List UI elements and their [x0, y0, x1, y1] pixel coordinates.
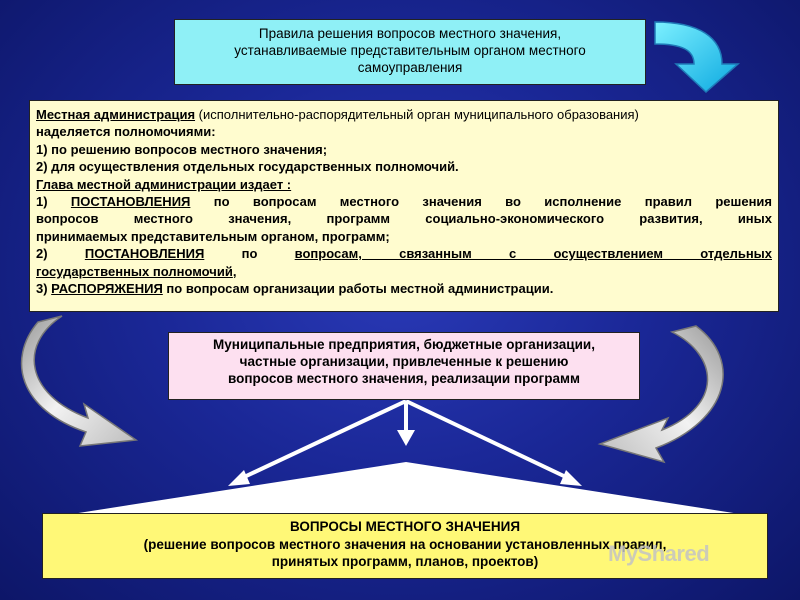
organizations-box: Муниципальные предприятия, бюджетные орг… — [168, 332, 640, 400]
decree-1-line-2: вопросов местного значения, программ соц… — [36, 211, 772, 227]
decree-2-prefix: по — [204, 246, 295, 262]
head-issues-heading: Глава местной администрации издает : — [36, 176, 292, 192]
decree-2-text: вопросам, связанным с осуществлением отд… — [294, 246, 772, 262]
decree-2-line-1: 2) ПОСТАНОВЛЕНИЯ по вопросам, связанным … — [36, 245, 772, 262]
admin-title-line: Местная администрация (исполнительно-рас… — [36, 106, 772, 123]
decree-1-line-3: принимаемых представительным органом, пр… — [36, 228, 390, 244]
decree-1-keyword: ПОСТАНОВЛЕНИЯ — [70, 194, 191, 210]
grey-curved-arrow-right-icon — [597, 325, 724, 464]
org-line-3: вопросов местного значения, реализации п… — [228, 371, 580, 386]
decree-1-number: 1) — [36, 194, 71, 210]
admin-powers-intro: наделяется полномочиями: — [36, 124, 216, 140]
org-line-1: Муниципальные предприятия, бюджетные орг… — [213, 337, 595, 352]
local-issues-line-2: (решение вопросов местного значения на о… — [143, 536, 667, 552]
administration-box: Местная администрация (исполнительно-рас… — [29, 100, 779, 312]
admin-power-2: 2) для осуществления отдельных государст… — [36, 159, 459, 175]
order-3-text: по вопросам организации работы местной а… — [162, 281, 554, 297]
admin-title-rest: (исполнительно-распорядительный орган му… — [195, 107, 639, 122]
watermark-logo: MyShared — [608, 541, 710, 566]
white-connector-arrows — [228, 399, 582, 486]
cyan-curved-arrow-icon — [654, 21, 740, 94]
order-3-keyword: РАСПОРЯЖЕНИЯ — [51, 281, 163, 297]
white-roof-triangle — [72, 462, 740, 514]
decree-2-text-cont: государственных полномочий — [36, 263, 233, 279]
decree-2-line-2: государственных полномочий, — [36, 263, 772, 280]
rules-line-3: самоуправления — [357, 60, 463, 75]
rules-box: Правила решения вопросов местного значен… — [174, 19, 646, 85]
order-3-number: 3) — [36, 281, 52, 297]
org-line-2: частные организации, привлеченные к реше… — [239, 354, 569, 369]
rules-line-1: Правила решения вопросов местного значен… — [258, 26, 562, 41]
local-issues-line-3: принятых программ, планов, проектов) — [271, 554, 539, 569]
decree-1-line-1: 1) ПОСТАНОВЛЕНИЯ по вопросам местного зн… — [36, 193, 772, 210]
rules-line-2: устанавливаемые представительным органом… — [234, 43, 586, 58]
admin-power-1: 1) по решению вопросов местного значения… — [36, 141, 328, 157]
grey-curved-arrow-left-icon — [20, 315, 139, 447]
local-issues-title: ВОПРОСЫ МЕСТНОГО ЗНАЧЕНИЯ — [289, 519, 521, 534]
admin-title: Местная администрация — [36, 107, 196, 122]
local-issues-box: ВОПРОСЫ МЕСТНОГО ЗНАЧЕНИЯ (решение вопро… — [42, 513, 768, 579]
decree-2-number: 2) — [36, 246, 85, 262]
decree-1-text: по вопросам местного значения во исполне… — [190, 194, 773, 210]
decree-2-keyword: ПОСТАНОВЛЕНИЯ — [84, 246, 205, 262]
decree-2-comma: , — [232, 263, 237, 279]
order-3-line: 3) РАСПОРЯЖЕНИЯ по вопросам организации … — [36, 280, 772, 297]
